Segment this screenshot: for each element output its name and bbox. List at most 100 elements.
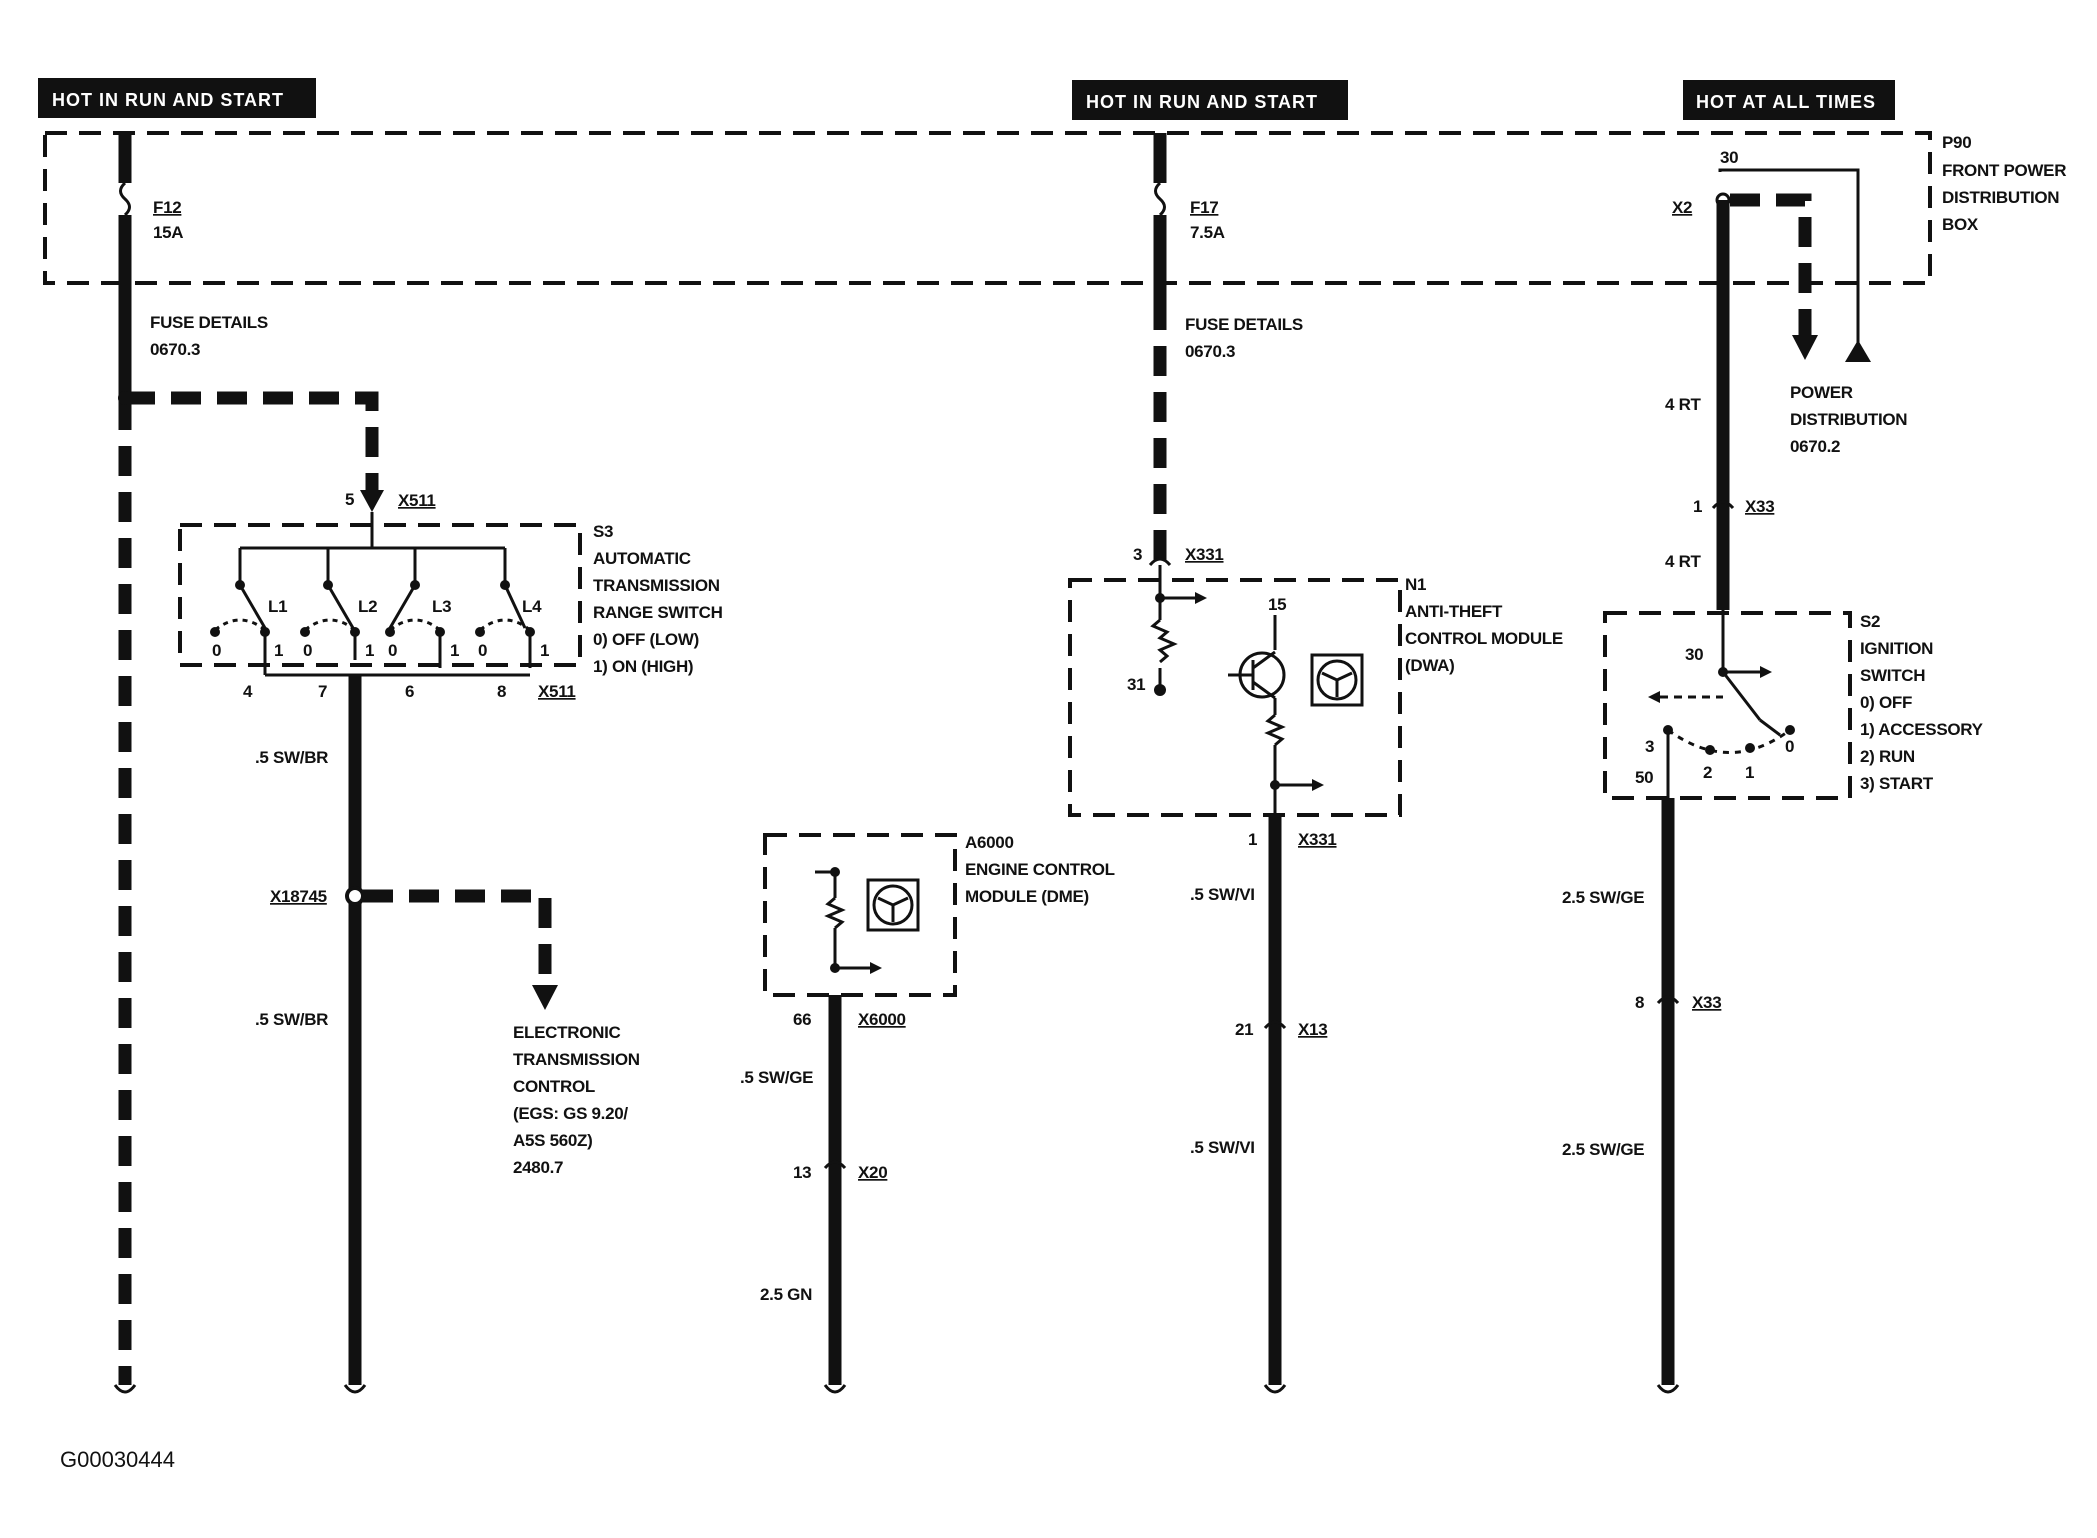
s3-switch-box <box>178 523 582 667</box>
s2-pin-30: 30 <box>1685 645 1703 664</box>
s2-switch-box <box>1603 611 1852 800</box>
s3-pos-2: 1 <box>274 641 283 660</box>
s2-id: S2 <box>1860 612 1880 631</box>
s3-switch-contacts <box>210 512 535 677</box>
f17-rating: 7.5A <box>1190 223 1225 242</box>
s3-bottom-pin-4: 4 <box>243 682 253 701</box>
s2-state-1: 1) ACCESSORY <box>1860 720 1984 739</box>
power-dist-1: POWER <box>1790 383 1853 402</box>
p90-id: P90 <box>1942 133 1971 152</box>
s3-bottom-pin-8: 8 <box>497 682 506 701</box>
n1-name-2: CONTROL MODULE <box>1405 629 1563 648</box>
egs-line-3: CONTROL <box>513 1077 595 1096</box>
a6000-id: A6000 <box>965 833 1014 852</box>
a6000-wire-2: 2.5 GN <box>760 1285 812 1304</box>
s2-wire-bottom: 2.5 SW/GE <box>1562 1140 1644 1159</box>
fuse-details-left-1: FUSE DETAILS <box>150 313 268 332</box>
s2-connector-low: X33 <box>1692 993 1721 1012</box>
n1-wire-2: .5 SW/VI <box>1190 1138 1255 1157</box>
s3-wire-label-1: .5 SW/BR <box>255 748 328 767</box>
n1-internal <box>1150 565 1364 815</box>
s2-name-2: SWITCH <box>1860 666 1925 685</box>
fuse-details-left-2: 0670.3 <box>150 340 200 359</box>
s2-wire-top: 4 RT <box>1665 395 1702 414</box>
p90-pin-30: 30 <box>1720 148 1738 167</box>
n1-bottom-connector: X331 <box>1298 830 1337 849</box>
a6000-pin-2: 13 <box>793 1163 811 1182</box>
a6000-connector: X6000 <box>858 1010 906 1029</box>
f12-fuse <box>118 133 132 400</box>
a6000-name-2: MODULE (DME) <box>965 887 1089 906</box>
power-dist-feed-dashed <box>1730 193 1812 335</box>
p90-connector-x2: X2 <box>1672 198 1692 217</box>
s2-pos-0: 0 <box>1785 737 1794 756</box>
egs-line-1: ELECTRONIC <box>513 1023 621 1042</box>
figure-id: G00030444 <box>60 1447 175 1472</box>
p90-name-1: FRONT POWER <box>1942 161 2066 180</box>
n1-top-connector: X331 <box>1185 545 1224 564</box>
a6000-wire-1: .5 SW/GE <box>740 1068 813 1087</box>
n1-wire-1: .5 SW/VI <box>1190 885 1255 904</box>
header-left-text: HOT IN RUN AND START <box>52 90 284 110</box>
f12-id: F12 <box>153 198 181 217</box>
s3-pos-8: 1 <box>540 641 549 660</box>
f12-rating: 15A <box>153 223 183 242</box>
s2-wire-low: 2.5 SW/GE <box>1562 888 1644 907</box>
n1-id: N1 <box>1405 575 1426 594</box>
s3-switch-l2: L2 <box>358 597 377 616</box>
fuse-details-middle-1: FUSE DETAILS <box>1185 315 1303 334</box>
s3-pos-4: 1 <box>365 641 374 660</box>
power-dist-3: 0670.2 <box>1790 437 1840 456</box>
header-middle: HOT IN RUN AND START <box>1072 80 1348 120</box>
s3-pos-6: 1 <box>450 641 459 660</box>
s3-bottom-connector: X511 <box>538 682 576 701</box>
f17-fuse <box>1153 133 1167 300</box>
egs-line-5: A5S 560Z) <box>513 1131 593 1150</box>
s2-state-2: 2) RUN <box>1860 747 1915 766</box>
s2-switch-contacts <box>1648 610 1795 798</box>
splice-x18745: X18745 <box>270 887 327 906</box>
s3-name-2: TRANSMISSION <box>593 576 720 595</box>
header-middle-text: HOT IN RUN AND START <box>1086 92 1318 112</box>
power-dist-2: DISTRIBUTION <box>1790 410 1907 429</box>
s3-switch-l1: L1 <box>268 597 287 616</box>
s3-state-0: 0) OFF (LOW) <box>593 630 699 649</box>
s2-state-0: 0) OFF <box>1860 693 1912 712</box>
s3-pos-5: 0 <box>388 641 397 660</box>
a6000-module-box <box>763 833 957 997</box>
s2-pin-3: 3 <box>1645 737 1654 756</box>
n1-top-pin: 3 <box>1133 545 1142 564</box>
s2-pos-1: 1 <box>1745 763 1754 782</box>
s3-top-connector: X511 <box>398 491 436 510</box>
a6000-connector-2: X20 <box>858 1163 887 1182</box>
s2-pin-50: 50 <box>1635 768 1653 787</box>
n1-module-box <box>1068 578 1402 817</box>
power-dist-return <box>1718 168 1860 350</box>
s3-wire-label-2: .5 SW/BR <box>255 1010 328 1029</box>
s2-pin-1: 1 <box>1693 497 1702 516</box>
egs-feed-dashed <box>363 889 552 985</box>
power-distribution-box <box>43 131 1932 285</box>
fuse-details-middle-2: 0670.3 <box>1185 342 1235 361</box>
s3-bottom-pin-7: 7 <box>318 682 327 701</box>
p90-name-2: DISTRIBUTION <box>1942 188 2059 207</box>
header-right: HOT AT ALL TIMES <box>1683 80 1895 120</box>
s2-pin-8: 8 <box>1635 993 1644 1012</box>
s3-name-3: RANGE SWITCH <box>593 603 723 622</box>
s3-top-pin: 5 <box>345 490 354 509</box>
egs-line-6: 2480.7 <box>513 1158 563 1177</box>
egs-line-4: (EGS: GS 9.20/ <box>513 1104 628 1123</box>
a6000-internal <box>815 867 920 974</box>
s2-pos-2: 2 <box>1703 763 1712 782</box>
s2-name-1: IGNITION <box>1860 639 1933 658</box>
egs-line-2: TRANSMISSION <box>513 1050 640 1069</box>
p90-name-3: BOX <box>1942 215 1979 234</box>
s3-feed-dashed <box>125 391 379 490</box>
header-left: HOT IN RUN AND START <box>38 78 316 118</box>
s2-connector-top: X33 <box>1745 497 1774 516</box>
n1-bottom-pin: 1 <box>1248 830 1257 849</box>
n1-connector-x13: X13 <box>1298 1020 1327 1039</box>
s2-state-3: 3) START <box>1860 774 1934 793</box>
n1-name-3: (DWA) <box>1405 656 1454 675</box>
s3-pos-1: 0 <box>212 641 221 660</box>
